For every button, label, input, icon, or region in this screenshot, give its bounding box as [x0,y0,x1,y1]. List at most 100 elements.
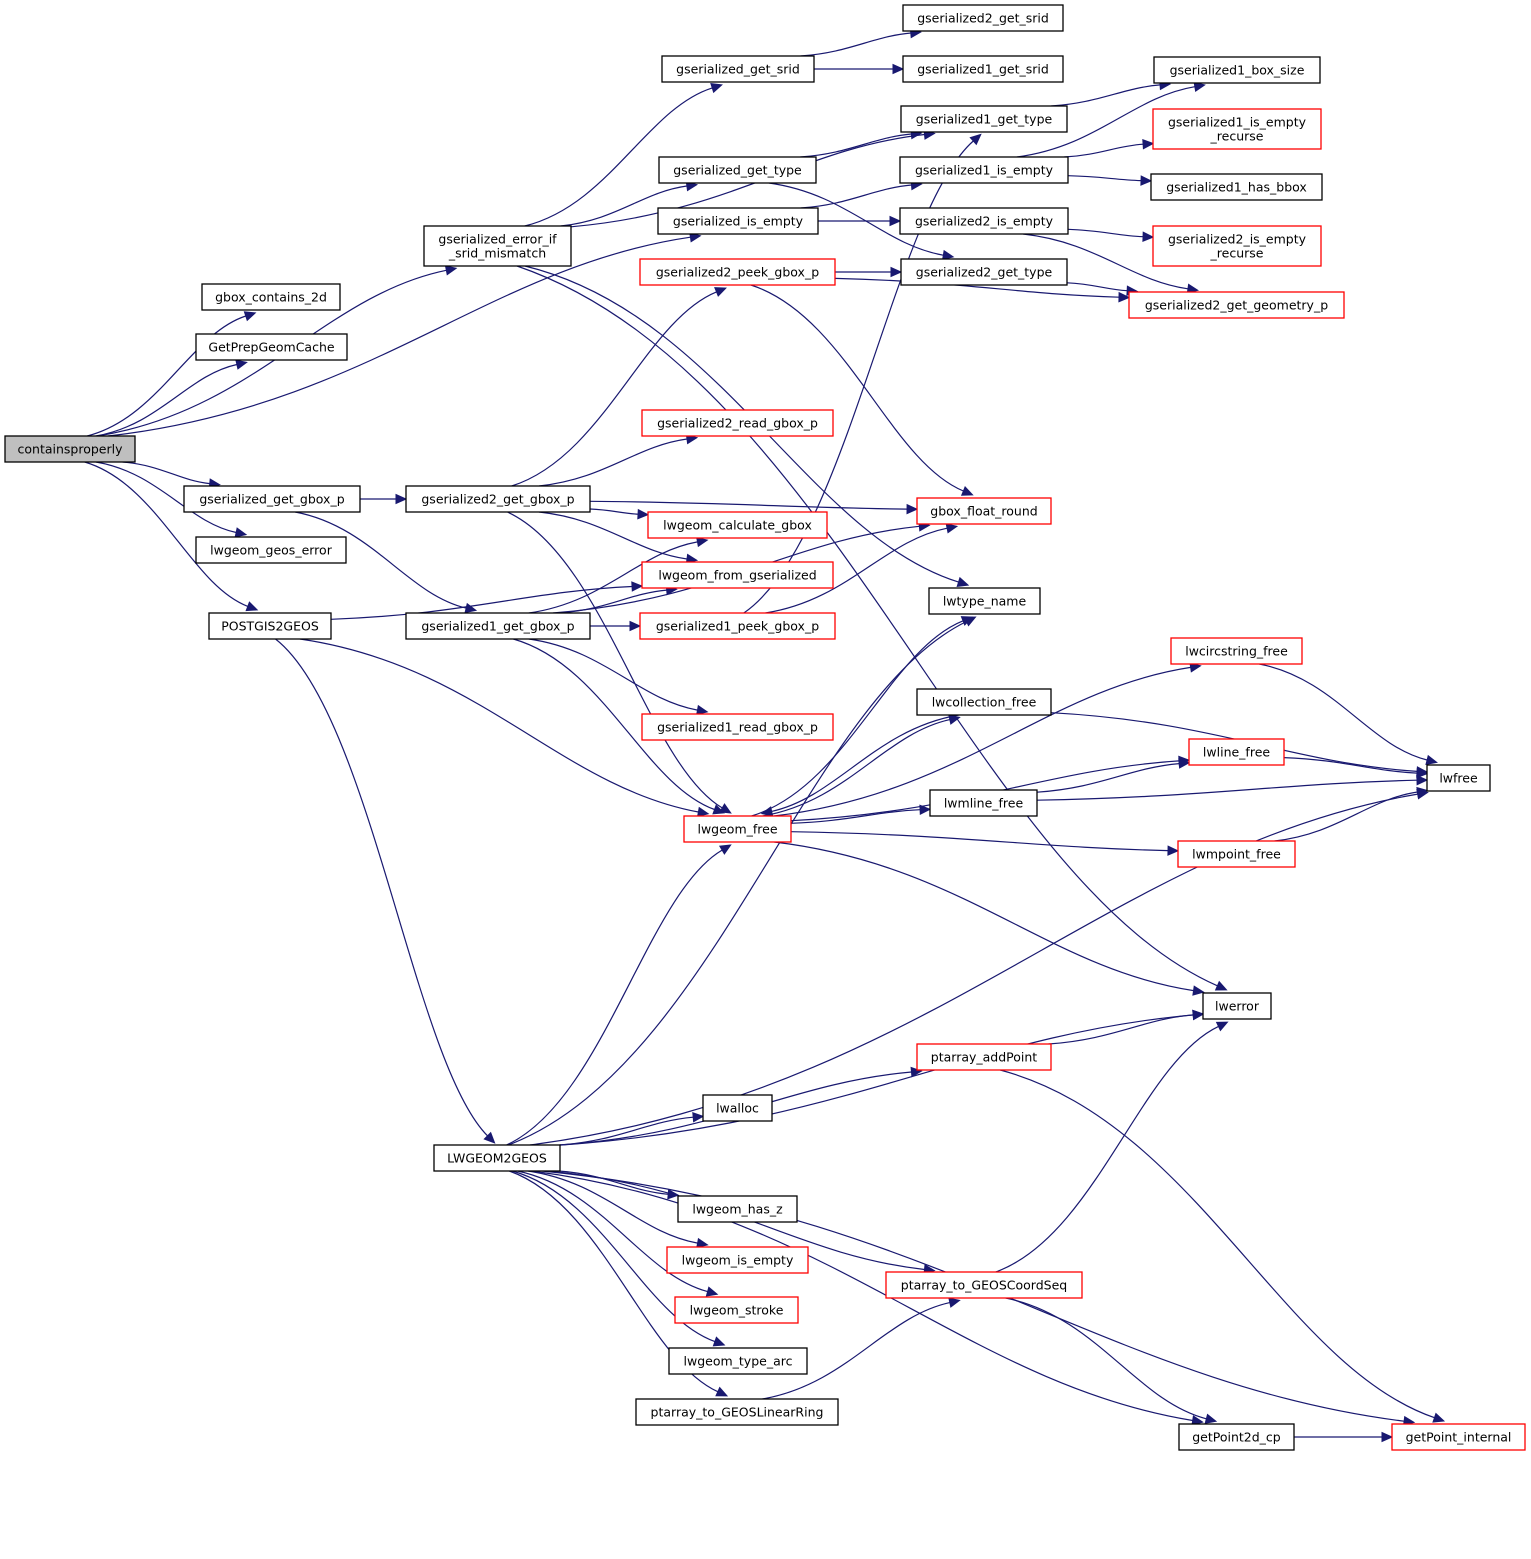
graph-node-lwgeom_stroke[interactable]: lwgeom_stroke [674,1296,799,1324]
graph-node-gserialized1_peek_gbox_p[interactable]: gserialized1_peek_gbox_p [639,612,836,640]
graph-node-gserialized_get_type[interactable]: gserialized_get_type [658,156,817,184]
node-box[interactable] [929,789,1038,817]
graph-node-POSTGIS2GEOS[interactable]: POSTGIS2GEOS [208,612,332,640]
graph-node-gserialized1_has_bbox[interactable]: gserialized1_has_bbox [1150,173,1323,201]
node-box[interactable] [195,536,347,564]
graph-node-gserialized1_get_srid[interactable]: gserialized1_get_srid [902,55,1064,83]
graph-node-gserialized2_peek_gbox_p[interactable]: gserialized2_peek_gbox_p [639,258,836,286]
graph-node-lwalloc[interactable]: lwalloc [702,1094,773,1122]
graph-node-lwcollection_free[interactable]: lwcollection_free [916,688,1052,716]
node-box[interactable] [1202,992,1272,1020]
node-box[interactable] [702,1094,773,1122]
graph-node-gserialized2_get_type[interactable]: gserialized2_get_type [900,258,1068,286]
node-box[interactable] [899,156,1069,184]
graph-node-gserialized_is_empty[interactable]: gserialized_is_empty [657,207,819,235]
node-box[interactable] [1170,637,1303,665]
graph-node-gserialized2_get_srid[interactable]: gserialized2_get_srid [902,4,1064,32]
node-box[interactable] [666,1246,809,1274]
node-box[interactable] [405,485,591,513]
graph-node-lwfree[interactable]: lwfree [1426,764,1491,792]
node-box[interactable] [639,258,836,286]
graph-node-gbox_contains_2d[interactable]: gbox_contains_2d [201,283,341,311]
node-box[interactable] [641,561,834,589]
node-box[interactable] [661,55,815,83]
graph-node-LWGEOM2GEOS[interactable]: LWGEOM2GEOS [433,1144,561,1172]
graph-node-lwgeom_type_arc[interactable]: lwgeom_type_arc [668,1347,808,1375]
graph-node-ptarray_addPoint[interactable]: ptarray_addPoint [916,1043,1052,1071]
node-box[interactable] [1426,764,1491,792]
graph-node-gserialized1_is_empty[interactable]: gserialized1_is_empty [899,156,1069,184]
graph-node-gserialized2_read_gbox_p[interactable]: gserialized2_read_gbox_p [641,409,834,437]
node-box[interactable] [639,612,836,640]
graph-node-gbox_float_round[interactable]: gbox_float_round [916,497,1052,525]
node-box[interactable] [1177,840,1296,868]
graph-node-ptarray_to_GEOSCoordSeq[interactable]: ptarray_to_GEOSCoordSeq [885,1271,1083,1299]
node-box[interactable] [900,105,1068,133]
node-box[interactable] [183,485,361,513]
graph-node-gserialized1_read_gbox_p[interactable]: gserialized1_read_gbox_p [641,713,834,741]
graph-node-gserialized2_get_gbox_p[interactable]: gserialized2_get_gbox_p [405,485,591,513]
node-box[interactable] [201,283,341,311]
node-box[interactable] [902,55,1064,83]
node-box[interactable] [4,435,136,463]
graph-node-lwgeom_free[interactable]: lwgeom_free [683,815,792,843]
node-box[interactable] [674,1296,799,1324]
graph-node-GetPrepGeomCache[interactable]: GetPrepGeomCache [195,333,348,361]
node-box[interactable] [916,688,1052,716]
node-box[interactable] [916,1043,1052,1071]
node-box[interactable] [1391,1423,1526,1451]
graph-node-gserialized1_get_gbox_p[interactable]: gserialized1_get_gbox_p [405,612,591,640]
node-box[interactable] [677,1195,798,1223]
graph-node-gserialized2_get_geometry_p[interactable]: gserialized2_get_geometry_p [1128,291,1345,319]
node-box[interactable] [1152,225,1322,267]
node-box[interactable] [195,333,348,361]
graph-node-lwmpoint_free[interactable]: lwmpoint_free [1177,840,1296,868]
graph-node-gserialized2_is_empty_recurse[interactable]: gserialized2_is_empty_recurse [1152,225,1322,267]
node-box[interactable] [1153,56,1321,84]
graph-node-lwline_free[interactable]: lwline_free [1188,738,1285,766]
node-box[interactable] [900,258,1068,286]
node-box[interactable] [1178,1423,1295,1451]
graph-node-lwgeom_calculate_gbox[interactable]: lwgeom_calculate_gbox [647,511,828,539]
node-box[interactable] [635,1398,839,1426]
node-box[interactable] [647,511,828,539]
node-box[interactable] [1152,108,1322,150]
graph-node-containsproperly[interactable]: containsproperly [4,435,136,463]
node-box[interactable] [1150,173,1323,201]
graph-node-gserialized1_get_type[interactable]: gserialized1_get_type [900,105,1068,133]
node-box[interactable] [885,1271,1083,1299]
node-box[interactable] [641,409,834,437]
node-box[interactable] [668,1347,808,1375]
node-box[interactable] [1188,738,1285,766]
graph-node-ptarray_to_GEOSLinearRing[interactable]: ptarray_to_GEOSLinearRing [635,1398,839,1426]
node-box[interactable] [423,225,572,267]
graph-node-lwmline_free[interactable]: lwmline_free [929,789,1038,817]
graph-node-gserialized2_is_empty[interactable]: gserialized2_is_empty [899,207,1069,235]
graph-node-lwtype_name[interactable]: lwtype_name [928,587,1041,615]
node-box[interactable] [641,713,834,741]
node-box[interactable] [902,4,1064,32]
node-box[interactable] [658,156,817,184]
graph-node-lwcircstring_free[interactable]: lwcircstring_free [1170,637,1303,665]
node-box[interactable] [1128,291,1345,319]
graph-node-lwgeom_from_gserialized[interactable]: lwgeom_from_gserialized [641,561,834,589]
graph-node-gserialized_error_if_srid_mismatch[interactable]: gserialized_error_if_srid_mismatch [423,225,572,267]
node-box[interactable] [433,1144,561,1172]
graph-node-lwgeom_has_z[interactable]: lwgeom_has_z [677,1195,798,1223]
graph-node-getPoint_internal[interactable]: getPoint_internal [1391,1423,1526,1451]
node-box[interactable] [899,207,1069,235]
node-box[interactable] [657,207,819,235]
graph-node-lwerror[interactable]: lwerror [1202,992,1272,1020]
node-box[interactable] [916,497,1052,525]
node-box[interactable] [208,612,332,640]
graph-node-gserialized_get_srid[interactable]: gserialized_get_srid [661,55,815,83]
graph-node-gserialized_get_gbox_p[interactable]: gserialized_get_gbox_p [183,485,361,513]
graph-node-gserialized1_box_size[interactable]: gserialized1_box_size [1153,56,1321,84]
graph-node-getPoint2d_cp[interactable]: getPoint2d_cp [1178,1423,1295,1451]
node-box[interactable] [405,612,591,640]
graph-node-gserialized1_is_empty_recurse[interactable]: gserialized1_is_empty_recurse [1152,108,1322,150]
graph-node-lwgeom_is_empty[interactable]: lwgeom_is_empty [666,1246,809,1274]
graph-node-lwgeom_geos_error[interactable]: lwgeom_geos_error [195,536,347,564]
node-box[interactable] [683,815,792,843]
node-box[interactable] [928,587,1041,615]
